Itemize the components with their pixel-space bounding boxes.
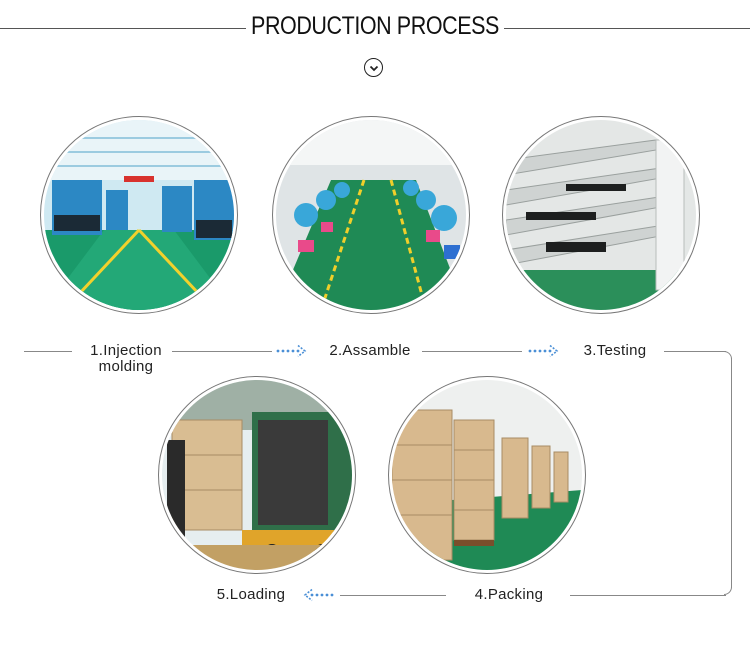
- step-1-subtitle: molding: [98, 358, 154, 375]
- flow-line-start: [24, 351, 72, 352]
- chevron-down-icon[interactable]: [364, 58, 383, 77]
- page-title: PRODUCTION PROCESS: [53, 12, 698, 41]
- flow-line-vertical: [731, 358, 732, 588]
- step-3-label: 3.Testing: [583, 342, 647, 359]
- flow-line-3-right: [664, 351, 726, 352]
- testing-photo: [502, 116, 700, 314]
- step-5-label: 5.Loading: [216, 586, 286, 603]
- packing-photo: [388, 376, 586, 574]
- flow-line-4-5: [340, 595, 446, 596]
- flow-line-1-2: [172, 351, 272, 352]
- flow-line-3-4: [570, 595, 726, 596]
- dotted-arrow-icon: [528, 344, 559, 358]
- step-4-label: 4.Packing: [474, 586, 544, 603]
- title-rule-right: [492, 28, 750, 29]
- flow-line-2-3: [422, 351, 522, 352]
- step-1-title: 1.Injection: [90, 342, 162, 359]
- dotted-arrow-icon: [276, 344, 307, 358]
- loading-photo: [158, 376, 356, 574]
- assembly-photo: [272, 116, 470, 314]
- injection-molding-photo: [40, 116, 238, 314]
- flow-corner-bottom: [724, 587, 732, 595]
- dotted-arrow-icon: [303, 588, 334, 602]
- title-rule-left: [0, 28, 258, 29]
- step-1-label: 1.Injection molding: [78, 343, 174, 375]
- step-2-label: 2.Assamble: [329, 342, 411, 359]
